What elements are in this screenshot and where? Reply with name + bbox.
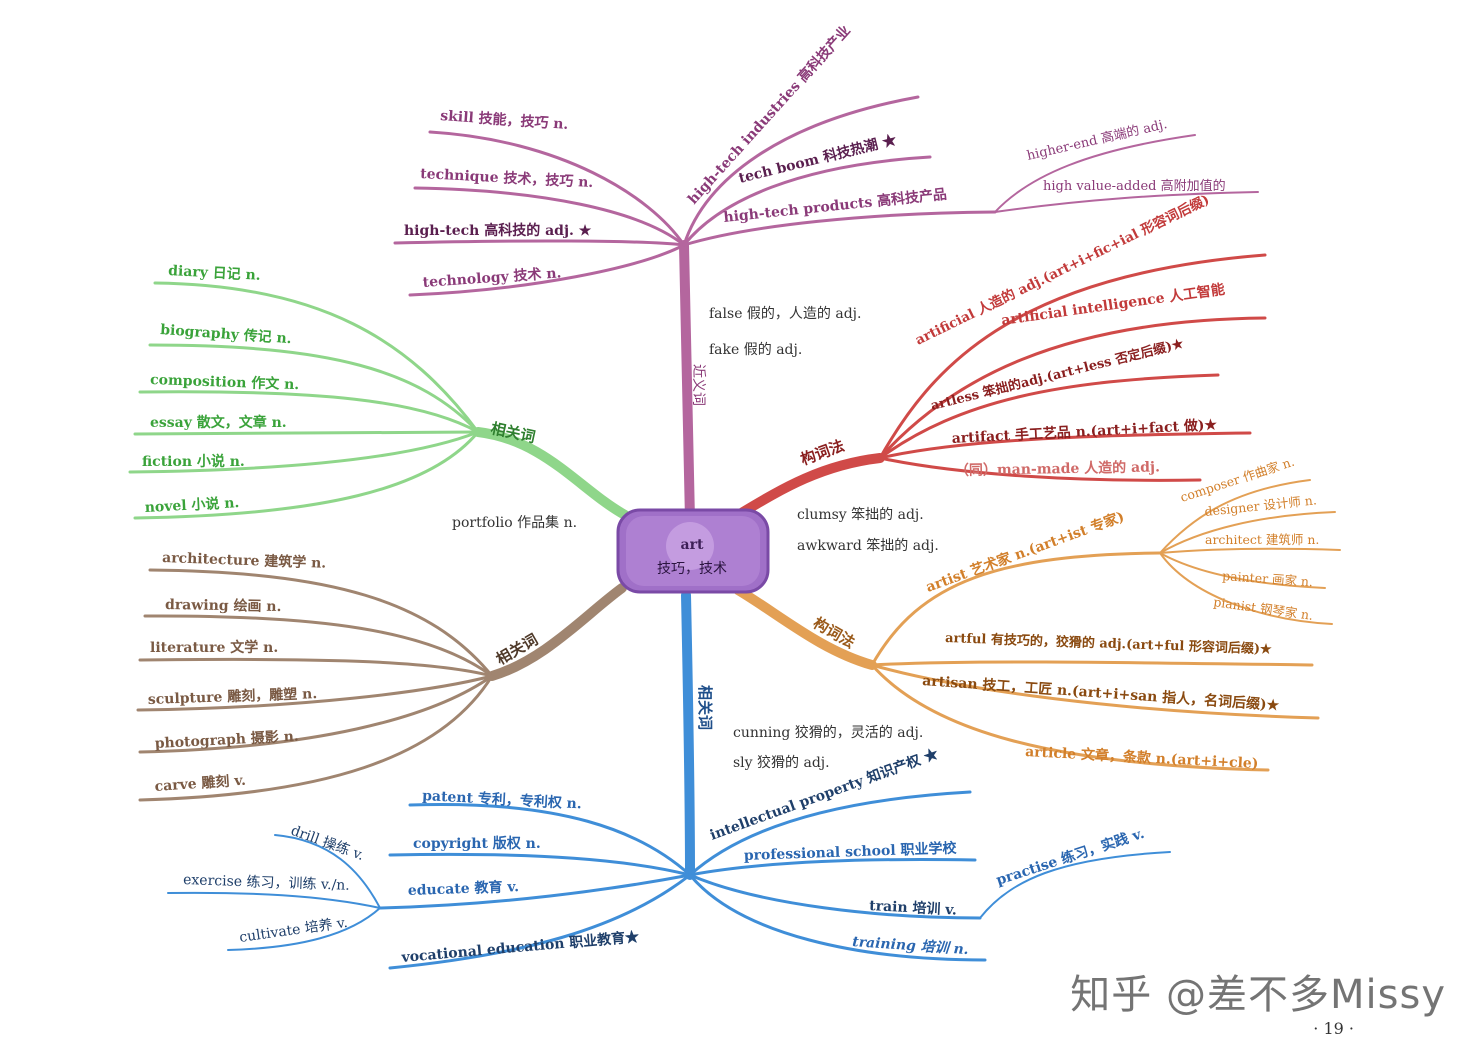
label-architect: architect 建筑师 n. xyxy=(1205,532,1319,547)
green-branch xyxy=(128,281,630,520)
label-essay: essay 散文，文章 n. xyxy=(150,414,287,431)
label-artist: artist 艺术家 n.(art+ist 专家) xyxy=(924,508,1127,596)
label-portfolio: portfolio 作品集 n. xyxy=(452,514,577,531)
label-drawing: drawing 绘画 n. xyxy=(165,596,282,615)
label-technology: technology 技术 n. xyxy=(422,264,562,291)
red-labels: 构词法 artificial 人造的 adj.(art+i+fic+ial 形容… xyxy=(798,191,1226,479)
synonym-label: 近义词 xyxy=(690,364,706,406)
center-subtitle: 技巧，技术 xyxy=(657,561,727,577)
label-patent: patent 专利，专利权 n. xyxy=(422,787,582,812)
label-false: false 假的，人造的 adj. xyxy=(709,306,861,322)
label-literature: literature 文学 n. xyxy=(150,639,278,656)
label-vocational-education: vocational education 职业教育★ xyxy=(400,928,640,966)
label-sculpture: sculpture 雕刻，雕塑 n. xyxy=(148,685,318,708)
brown-branch xyxy=(136,568,627,802)
label-technique: technique 技术，技巧 n. xyxy=(420,165,594,191)
label-carve: carve 雕刻 v. xyxy=(154,772,246,795)
center-node: art 技巧，技术 xyxy=(616,508,770,594)
label-fiction: fiction 小说 n. xyxy=(142,453,245,470)
label-artisan: artisan 技工，工匠 n.(art+i+san 指人，名词后缀)★ xyxy=(922,672,1280,714)
label-architecture: architecture 建筑学 n. xyxy=(162,549,327,572)
label-cunning: cunning 狡猾的，灵活的 adj. xyxy=(733,725,923,741)
label-fake: fake 假的 adj. xyxy=(709,342,802,358)
green-labels: 相关词 diary 日记 n. biography 传记 n. composit… xyxy=(142,263,537,516)
label-value-added: high value-added 高附加值的 xyxy=(1043,178,1226,194)
label-educate: educate 教育 v. xyxy=(408,878,520,899)
red-branch xyxy=(733,253,1267,520)
label-higher-end: higher-end 高端的 adj. xyxy=(1025,116,1168,164)
label-pianist: pianist 钢琴家 n. xyxy=(1213,594,1315,623)
label-tech-boom: tech boom 科技热潮 ★ xyxy=(737,131,898,187)
label-diary: diary 日记 n. xyxy=(168,263,261,284)
label-training: training 培训 n. xyxy=(852,933,969,958)
page-number: · 19 · xyxy=(1313,1019,1354,1038)
label-man-made: （同）man-made 人造的 adj. xyxy=(955,458,1160,479)
label-artful: artful 有技巧的，狡猾的 adj.(art+ful 形容词后缀)★ xyxy=(945,630,1272,657)
label-biography: biography 传记 n. xyxy=(160,321,292,347)
label-cultivate: cultivate 培养 v. xyxy=(238,915,348,946)
blue-labels: 相关词 patent 专利，专利权 n. copyright 版权 n. edu… xyxy=(183,685,1146,966)
label-clumsy: clumsy 笨拙的 adj. xyxy=(797,507,924,523)
label-awkward: awkward 笨拙的 adj. xyxy=(797,538,939,554)
center-title: art xyxy=(681,537,704,553)
label-sly: sly 狡猾的 adj. xyxy=(733,755,830,771)
label-exercise: exercise 练习，训练 v./n. xyxy=(183,872,350,894)
label-train: train 培训 v. xyxy=(869,897,958,919)
label-artifact: artifact 手工艺品 n.(art+i+fact 做)★ xyxy=(951,416,1218,447)
purple-branch xyxy=(393,95,1259,525)
label-high-tech: high-tech 高科技的 adj. ★ xyxy=(404,222,592,239)
label-copyright: copyright 版权 n. xyxy=(413,835,541,852)
label-skill: skill 技能，技巧 n. xyxy=(440,107,569,133)
label-article: article 文章，条款 n.(art+i+cle) xyxy=(1025,743,1259,772)
label-novel: novel 小说 n. xyxy=(144,494,239,516)
label-drill: drill 操练 v. xyxy=(289,823,367,864)
label-painter: painter 画家 n. xyxy=(1222,568,1314,589)
blue-branch xyxy=(167,590,1171,970)
blue-branch-label: 相关词 xyxy=(696,685,714,730)
watermark: 知乎 @差不多Missy xyxy=(1070,972,1446,1018)
orange-branch xyxy=(733,479,1341,772)
label-composition: composition 作文 n. xyxy=(150,371,300,393)
brown-labels: 相关词 architecture 建筑学 n. drawing 绘画 n. li… xyxy=(148,549,541,795)
